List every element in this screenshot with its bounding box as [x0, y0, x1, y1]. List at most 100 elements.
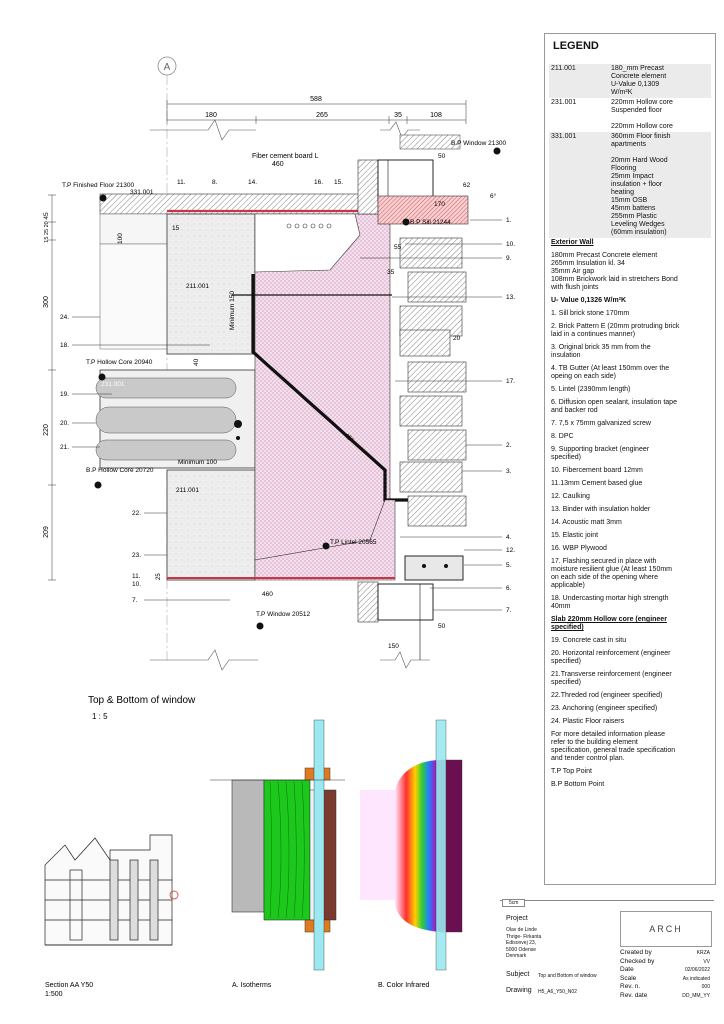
callout-left-19: 19. — [60, 391, 69, 398]
rev-n-value: 000 — [701, 984, 710, 990]
note-11: 11.13mm Cement based glue — [551, 480, 643, 487]
brick-above-window — [399, 134, 461, 150]
legend-code: 211.001 — [551, 65, 576, 72]
dim-100: 100 — [117, 233, 124, 244]
legend-code: 231.001 — [551, 99, 577, 106]
isotherm-caption: A. Isotherms — [232, 982, 272, 989]
hollow-core-void-3 — [95, 439, 237, 461]
note-9: 9. Supporting bracket (engineer specifie… — [551, 446, 650, 461]
dim-right: 108 — [430, 112, 442, 119]
level-marker-floor — [99, 194, 107, 202]
callout-left-10: 10. — [132, 581, 141, 588]
scale-value: As indicated — [682, 975, 710, 982]
binder-holes — [286, 223, 332, 229]
dim-62: 62 — [463, 182, 471, 189]
note-13: 13. Binder with insulation holder — [551, 506, 651, 513]
label-minimum-150: Minimum 150 — [229, 291, 236, 330]
note-6: 6. Diffusion open sealant, insulation ta… — [551, 399, 677, 414]
callout-right-2: 2. — [506, 442, 512, 449]
project-line: Thrige- Firkanta — [506, 933, 542, 940]
callout-right-1: 1. — [506, 217, 512, 224]
dim-170: 170 — [434, 201, 445, 208]
grid-marker-label: A — [164, 62, 171, 73]
date-label: Date — [620, 966, 634, 973]
callout-left-11b: 11. — [132, 573, 141, 580]
dim-left-300: 300 — [43, 296, 50, 308]
callout-left-22: 22. — [132, 510, 141, 517]
section-building — [44, 834, 179, 946]
slab-heading: Slab 220mm Hollow core (engineer specifi… — [551, 616, 667, 631]
legend-desc: 180_mm Precast Concrete element U-Value … — [611, 65, 667, 96]
checked-by-label: Checked by — [620, 957, 655, 965]
label-bp-sill: B.P Sill 21244 — [410, 219, 451, 226]
isotherm-view — [210, 719, 345, 971]
dim-460-bottom: 460 — [262, 591, 273, 598]
hollow-core-void-1 — [95, 377, 237, 399]
window-frame-bottom — [377, 583, 434, 621]
dim-gap: 35 — [394, 112, 402, 119]
note-16: 16. WBP Plywood — [551, 545, 607, 552]
level-marker-window-bottom — [256, 622, 264, 630]
dim-overall: 588 — [310, 96, 322, 103]
dim-left-209: 209 — [43, 526, 50, 538]
note-2: 2. Brick Pattern E (20mm protruding bric… — [551, 323, 680, 338]
label-fiber-board: Fiber cement board L — [252, 153, 319, 160]
dim-15: 15 — [172, 225, 180, 232]
project-label: Project — [506, 915, 528, 922]
right-callouts: 1. 10. 9. 13. 17. 2. 3. 4. 12. 5. 6. 7. — [506, 217, 515, 614]
section-caption: Section AA Y50 — [45, 982, 93, 989]
exterior-wall-heading: Exterior Wall — [551, 239, 594, 246]
level-marker-lintel — [322, 542, 330, 550]
note-19: 19. Concrete cast in situ — [551, 637, 627, 644]
callout-left-18: 18. — [60, 342, 69, 349]
label-tp-lintel: T.P Lintel 20565 — [330, 539, 377, 546]
note-5: 5. Lintel (2390mm length) — [551, 386, 631, 393]
note-7: 7. 7,5 x 75mm galvanized screw — [551, 420, 651, 427]
dim-35: 35 — [387, 269, 395, 276]
project-line: Olav de Linde — [506, 927, 537, 933]
note-12: 12. Caulking — [551, 493, 590, 500]
interior-wall-zone — [99, 243, 169, 350]
note-18: 18. Undercasting mortar high strength 40… — [551, 595, 669, 610]
callout-right-3: 3. — [506, 468, 512, 475]
rev-date-label: Rev. date — [620, 991, 648, 999]
floor-raiser-block — [99, 213, 169, 245]
scale-label: Scale — [620, 974, 637, 982]
label-bp-hollow-core: B.P Hollow Core 20720 — [86, 467, 154, 474]
note-1: 1. Sill brick stone 170mm — [551, 310, 630, 317]
view-title: Top & Bottom of window — [88, 695, 196, 706]
lintel-bolt-1 — [422, 564, 426, 568]
callout-right-7: 7. — [506, 607, 512, 614]
title-block: 5cm Project Olav de Linde Thrige- Firkan… — [500, 899, 714, 1019]
left-dimensions — [48, 194, 56, 581]
callout-left-24: 24. — [60, 314, 69, 321]
note-22: 22.Threded rod (engineer specified) — [551, 692, 663, 699]
exterior-wall-desc: 180mm Precast Concrete element 265mm Ins… — [551, 252, 678, 291]
sill-stone — [377, 195, 469, 225]
sheet-tab: 5cm — [502, 899, 526, 907]
left-callouts: 11. 8. 14. 16. 15. 24. 18. 19. 20. 21. 2… — [60, 179, 343, 604]
legend-table: 211.001 180_mm Precast Concrete element … — [549, 64, 711, 238]
break-line-top-left — [150, 119, 256, 141]
view-scale: 1 : 5 — [92, 712, 108, 721]
section-scale: 1:500 — [45, 991, 63, 998]
support-bracket-zone — [254, 213, 361, 273]
level-marker-sill — [402, 218, 410, 226]
label-tp-finished-floor: T.P Finished Floor 21300 — [62, 182, 135, 189]
note-23: 23. Anchoring (engineer specified) — [551, 705, 658, 712]
note-3: 3. Original brick 35 mm from the insulat… — [551, 344, 651, 359]
label-code-231: 231.001 — [101, 381, 125, 388]
note-17: 17. Flashing secured in place with moist… — [551, 558, 672, 589]
label-tp-window-bottom: T.P Window 20512 — [256, 611, 310, 618]
legend-row: 231.001 220mm Hollow core Suspended floo… — [549, 98, 711, 132]
drawing-label: Drawing — [506, 987, 532, 994]
callout-right-12: 12. — [506, 547, 515, 554]
checked-by-value: VV — [703, 958, 710, 965]
logo: ARCH — [620, 911, 712, 947]
precast-concrete-lower — [166, 469, 256, 581]
dim-left-220: 220 — [43, 424, 50, 436]
callout-right-9: 9. — [506, 255, 512, 262]
lintel-insulation — [254, 499, 396, 581]
callout-left-23: 23. — [132, 552, 141, 559]
dim-middle: 265 — [316, 112, 328, 119]
